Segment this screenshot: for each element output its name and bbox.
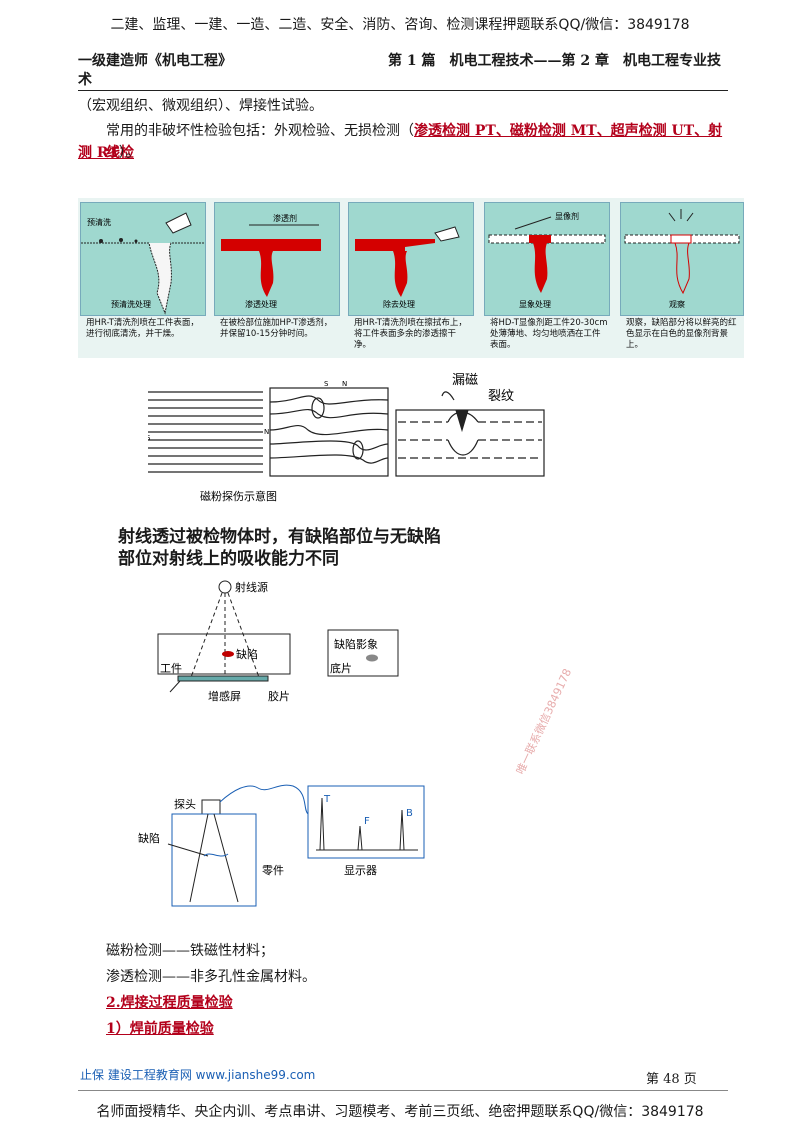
top-banner: 二建、监理、一建、一造、二造、安全、消防、咨询、检测课程押题联系QQ/微信：38… [110,17,690,33]
defect-mark [222,651,234,657]
ndt-methods-link[interactable]: 渗透检测 PT、磁粉检测 MT、超声检测 UT、射线检 [106,123,723,161]
watermark: 唯一联系微信3849178 [513,666,575,777]
radiography-figure: 射线源 缺陷 工件 增感屏 胶片 缺陷影象 底片 [157,580,399,703]
para2-prefix: 常用的非破坏性检验包括：外观检验、无损检测（ [106,123,414,139]
para2-suffix: ）。 [118,145,140,161]
bottom-banner: 名师面授精华、央企内训、考点串讲、习题模考、考前三页纸、绝密押题联系QQ/微信：… [96,1104,704,1120]
panel1-title: 预清洗 [87,217,111,227]
section-heading-2[interactable]: 2.焊接过程质量检验 [106,995,233,1011]
crack-label: 裂纹 [488,389,514,404]
part-box [171,813,257,907]
defect-label-ut: 缺陷 [138,831,160,845]
section-heading-2-1[interactable]: 1）焊前质量检验 [106,1021,214,1037]
paragraph-2-cont: 测 RT）。 [78,142,140,164]
observe-illustration: 观察 [624,209,740,309]
radiography-heading-1: 射线透过被检物体时，有缺陷部位与无缺陷 [118,527,441,547]
panel4-step: 显象处理 [519,299,551,309]
mag-n-label-2: N [342,380,347,388]
mag-s-label-2: S [324,380,329,388]
ndt-methods-link-cont[interactable]: 测 RT [78,145,119,161]
field-lines-uniform [148,391,263,473]
header-rule [78,90,728,91]
part-label: 零件 [262,864,284,877]
preclean-illustration: 预清洗 预清洗处理 [81,212,205,315]
panel3-step: 除去处理 [383,299,415,309]
panel-develop: 显像剂 显象处理 [484,202,610,316]
workpiece-box [157,633,291,675]
peak-b: B [406,808,413,819]
display-label: 显示器 [344,864,377,877]
footer-logo: 止保 建设工程教育网 www.jianshe99.com [80,1068,316,1082]
defect-image-mark [366,654,378,662]
source-icon [218,580,232,594]
panel5-caption: 观察，缺陷部分将以鲜亮的红色显示在白色的显像剂背景上。 [626,318,737,350]
ultrasonic-figure: 探头 缺陷 零件 T F B 显示器 [138,784,425,907]
panel3-caption: 用HR-T清洗剂喷在擦拭布上，将工件表面多余的渗透擦干净。 [354,318,467,350]
magnetic-caption: 磁粉探伤示意图 [200,489,277,503]
display-box [307,785,425,859]
penetrant-figure: 预清洗 预清洗处理 用HR-T清洗剂喷在工件表面，进行彻底清洗，并干燥。 渗透剂… [78,198,744,358]
base-label: 底片 [330,661,352,675]
magnetic-particle-figure: S N S N 漏磁 裂纹 磁粉探伤示意图 [148,372,545,503]
line-penetrant-material: 渗透检测——非多孔性金属材料。 [106,969,316,985]
leakage-diagram [395,391,545,477]
beam-lines [167,813,239,903]
panel-observe: 观察 [620,202,744,316]
develop-illustration: 显像剂 显象处理 [488,211,606,309]
penetrate-illustration: 渗透剂 渗透处理 [221,213,321,309]
panel2-caption: 在被检部位施加HP-T渗透剂，并保留10-15分钟时间。 [220,318,333,339]
panel-remove: 除去处理 [348,202,474,316]
probe-box [201,799,221,815]
header-chapter: 第 1 篇 机电工程技术——第 2 章 机电工程专业技 [388,53,721,69]
panel2-title: 渗透剂 [273,213,297,223]
source-label: 射线源 [235,580,268,594]
paragraph-2: 常用的非破坏性检验包括：外观检验、无损检测（渗透检测 PT、磁粉检测 MT、超声… [106,120,731,164]
panel-preclean: 预清洗 预清洗处理 [80,202,206,316]
field-lines-distorted [269,387,389,477]
panel5-step: 观察 [669,299,685,309]
screen-bar [177,675,269,682]
peak-t: T [323,794,331,805]
peak-f: F [364,816,370,827]
workpiece-label: 工件 [160,662,182,675]
footer-rule [78,1090,728,1091]
mag-s-label: S [148,434,151,442]
panel4-title: 显像剂 [555,211,579,221]
panel1-caption: 用HR-T清洗剂喷在工件表面，进行彻底清洗，并干燥。 [86,318,199,339]
radiography-heading-2: 部位对射线上的吸收能力不同 [118,549,339,569]
page-number: 第 48 页 [646,1072,697,1087]
paragraph-1: （宏观组织、微观组织）、焊接性试验。 [78,98,323,114]
film-label: 胶片 [268,689,290,703]
panel-penetrate: 渗透剂 渗透处理 [214,202,340,316]
line-magnetic-material: 磁粉检测——铁磁性材料； [106,943,274,959]
remove-illustration: 除去处理 [355,226,460,309]
leak-label: 漏磁 [452,372,478,388]
header-book-title: 一级建造师《机电工程》 [78,53,232,69]
ray-lines [189,592,261,681]
mag-n-label: N [264,428,269,436]
panel4-caption: 将HD-T显像剂距工件20-30cm处薄薄地、均匀地喷洒在工件表面。 [490,318,608,350]
probe-label: 探头 [174,798,196,811]
panel2-step: 渗透处理 [245,299,277,309]
defect-label: 缺陷 [236,647,258,661]
panel1-step: 预清洗处理 [111,299,151,309]
defect-image-label: 缺陷影象 [334,637,378,651]
film-box [327,629,399,677]
screen-label: 增感屏 [208,689,241,703]
header-wrap: 术 [78,72,92,88]
